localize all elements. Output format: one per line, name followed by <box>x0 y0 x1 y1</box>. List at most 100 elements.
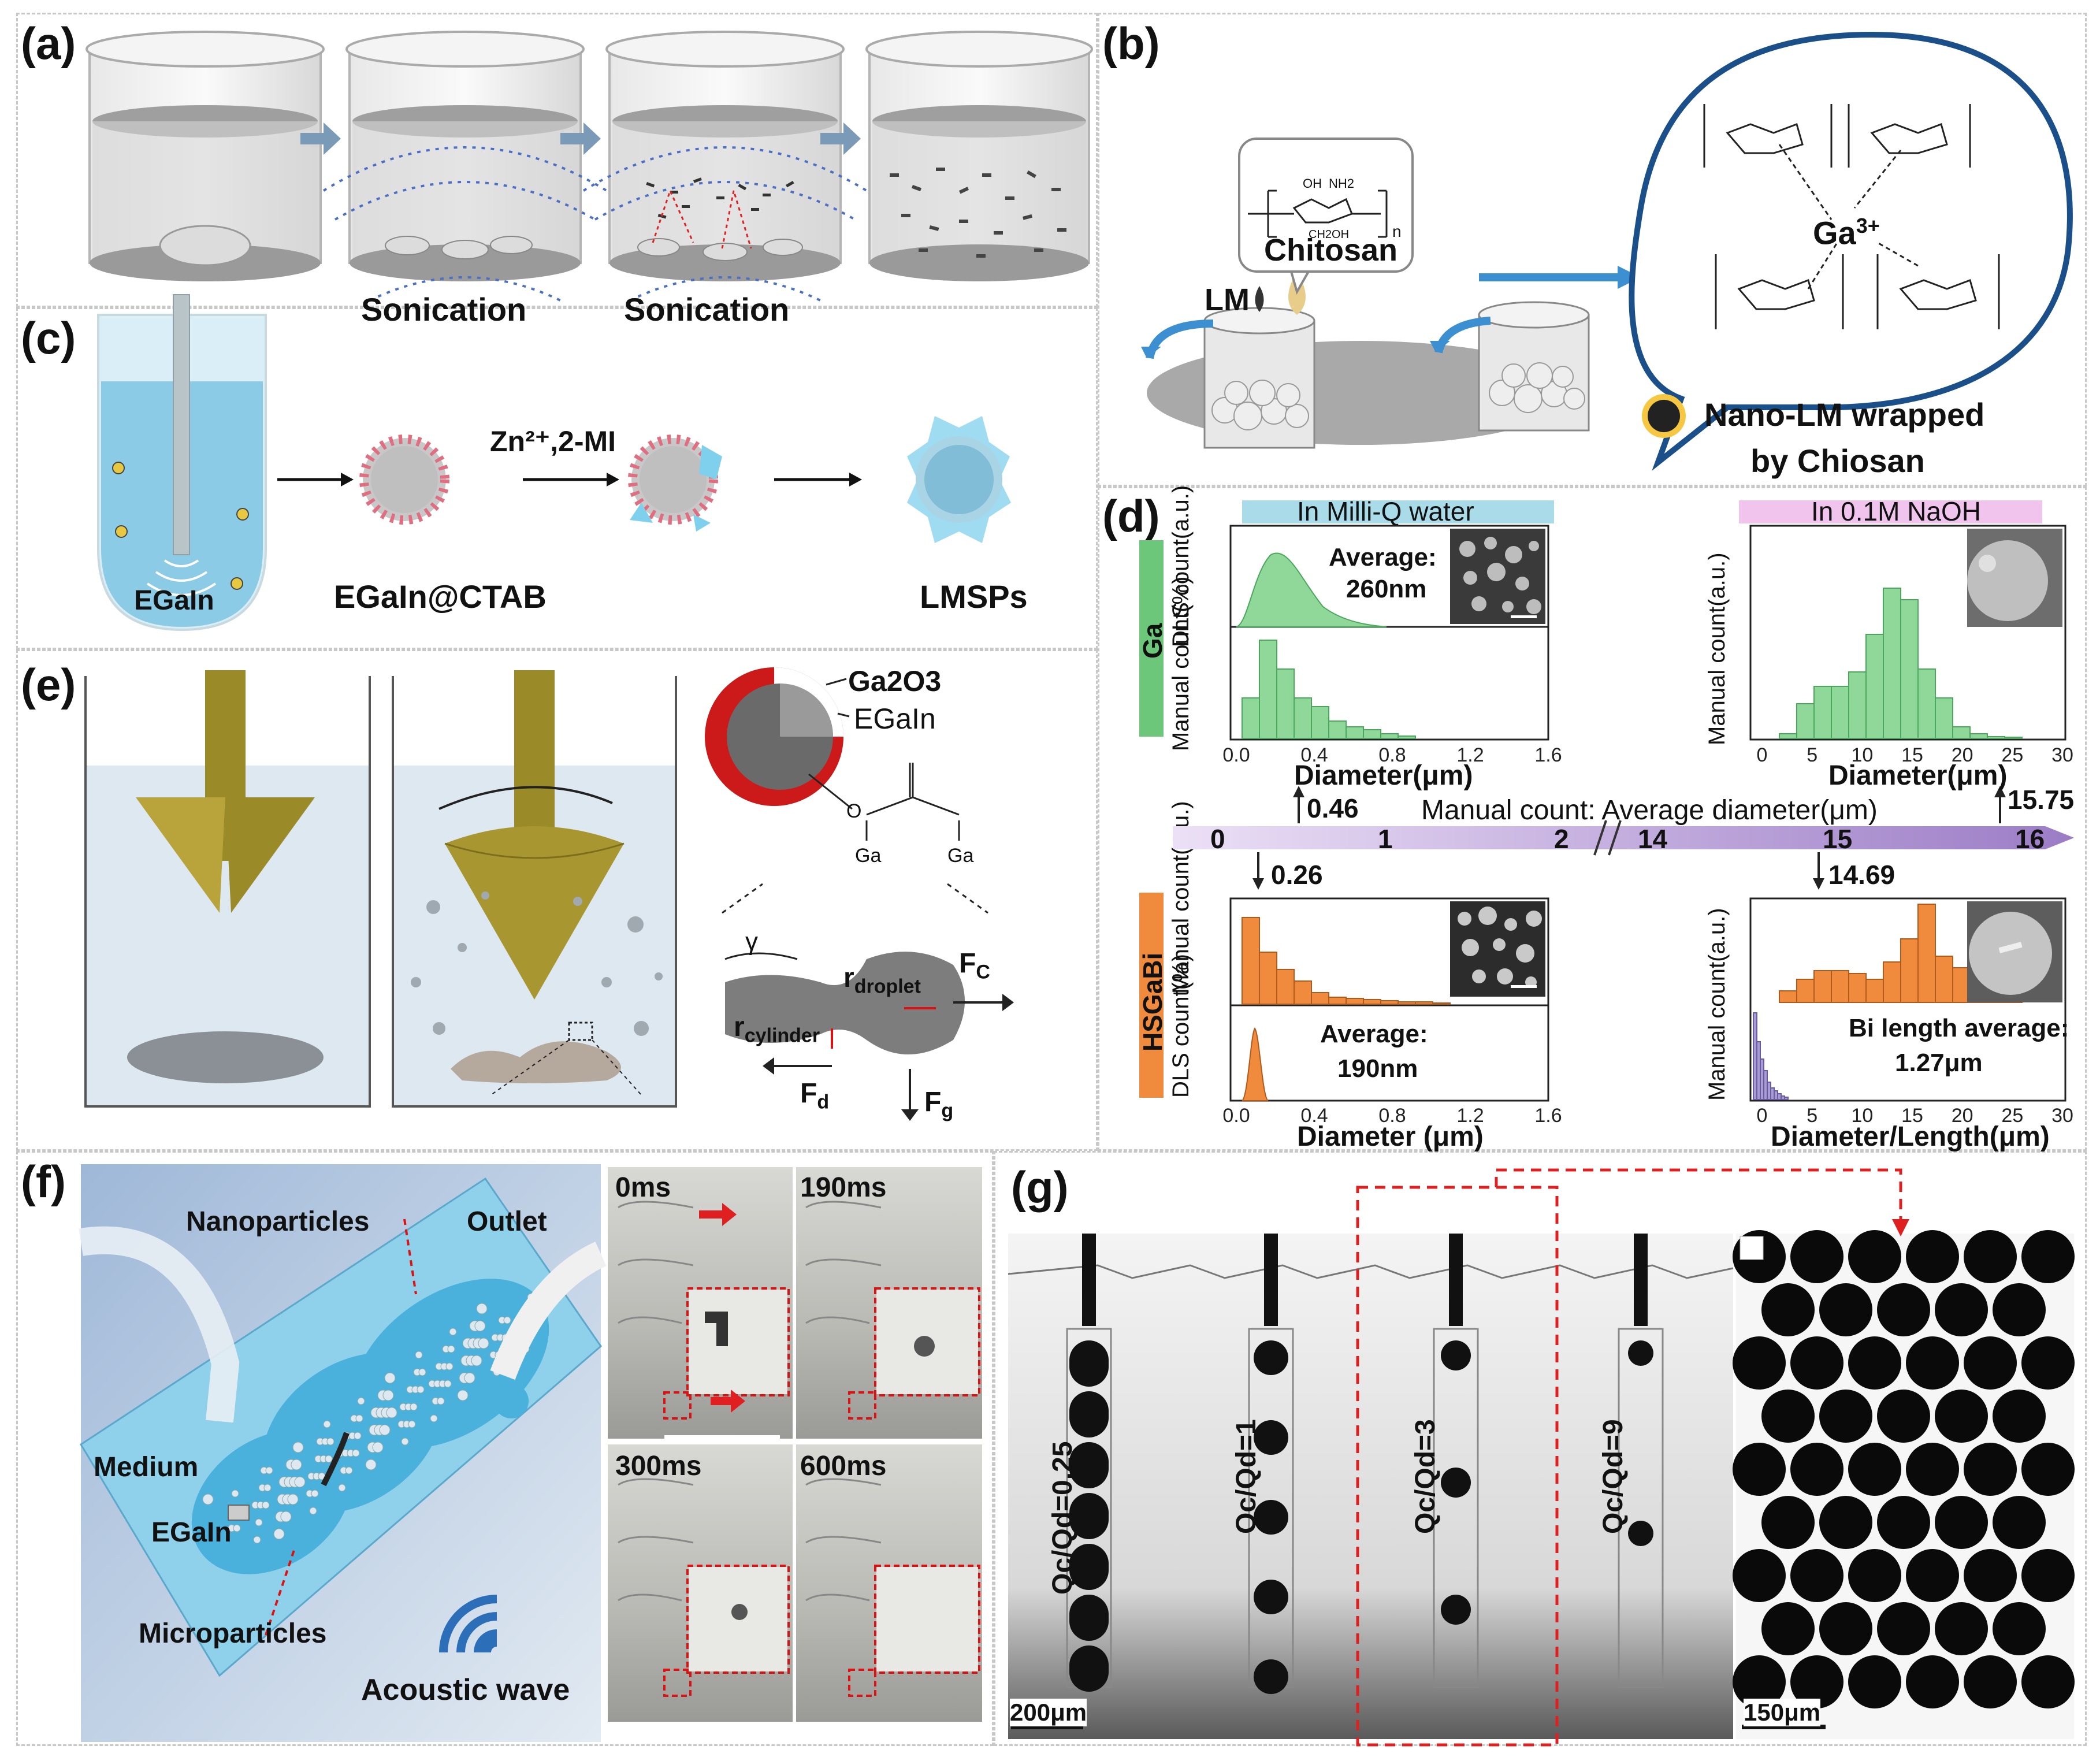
packed-droplet <box>1761 1390 1815 1443</box>
droplet <box>1441 1595 1471 1625</box>
device-particle <box>464 1372 475 1384</box>
droplet <box>1069 1493 1109 1539</box>
marker-1469: 14.69 <box>1828 860 1895 890</box>
droplet <box>1254 1500 1288 1535</box>
packed-droplet <box>1906 1549 1959 1602</box>
ga-manual-bar <box>1311 706 1329 739</box>
device-particle <box>262 1501 270 1509</box>
marker-046: 0.46 <box>1307 793 1359 823</box>
xtick-bottom-right: 0 <box>1757 1105 1768 1127</box>
milliq-header <box>1242 500 1554 523</box>
droplet <box>1069 1340 1109 1387</box>
droplet <box>1069 1595 1109 1641</box>
marker-026: 0.26 <box>1271 860 1323 890</box>
xtick-top-right: 0 <box>1757 744 1768 766</box>
droplet <box>1628 1521 1653 1546</box>
device-particle <box>255 1518 263 1526</box>
time-0ms: 0ms <box>615 1172 671 1203</box>
hsgabi-tag <box>1139 893 1164 1098</box>
packed-droplet <box>1906 1655 1959 1708</box>
bi-title: Bi length average: <box>1849 1014 2069 1042</box>
time-300ms: 300ms <box>615 1451 702 1481</box>
fc-label: FC <box>959 948 990 984</box>
ga-ion-text: Ga <box>1813 214 1856 251</box>
xtick-bottom-right: 25 <box>2001 1105 2023 1127</box>
device-particle <box>352 1449 360 1457</box>
fc-f: F <box>959 948 976 979</box>
device-particle <box>273 1528 285 1540</box>
egain-device-label: EGaIn <box>151 1517 232 1548</box>
nano-lm-label: Nano-LM wrapped <box>1704 396 1985 433</box>
r-cylinder-label: rcylinder <box>734 1011 820 1047</box>
device-particle <box>417 1385 425 1394</box>
ratio-3: Qc/Qd=3 <box>1410 1419 1441 1534</box>
avg-ga-value: 260nm <box>1346 575 1427 603</box>
packed-droplet <box>1993 1283 2046 1336</box>
r-cyl-sub: cylinder <box>744 1024 820 1047</box>
panel-c-frame <box>16 307 1098 649</box>
fd-sub: d <box>817 1091 830 1113</box>
ga-manual-bar <box>1276 668 1295 739</box>
hsgabi-manual-bars <box>1242 917 1451 1005</box>
droplet <box>1069 1645 1109 1692</box>
time-600ms: 600ms <box>800 1451 887 1481</box>
panel-c-diagram <box>97 294 1011 632</box>
packed-droplet <box>1848 1655 1901 1708</box>
device-particle <box>202 1494 214 1505</box>
packed-droplet <box>1819 1602 1872 1655</box>
beaker-4 <box>865 31 1093 281</box>
outlet-label: Outlet <box>467 1206 547 1237</box>
droplet <box>1441 1468 1471 1498</box>
droplet <box>1441 1340 1471 1370</box>
chitosan-label: Chitosan <box>1264 233 1398 268</box>
device-particle <box>449 1328 457 1336</box>
beaker-1 <box>86 31 325 281</box>
droplet <box>1069 1544 1109 1590</box>
droplet <box>1254 1659 1288 1694</box>
device-particle <box>401 1437 409 1446</box>
device-particle <box>379 1424 391 1436</box>
o-label: O <box>846 800 862 822</box>
fc-sub: C <box>976 961 990 983</box>
beaker-3 <box>582 31 868 302</box>
hsgabi-manual-bar <box>1432 1002 1451 1005</box>
panel-e-label: (e) <box>21 659 76 710</box>
packed-droplet <box>1848 1336 1901 1390</box>
device-particle <box>287 1494 299 1505</box>
packed-droplet <box>1906 1336 1959 1390</box>
egain-ctab-label: EGaIn@CTAB <box>334 578 547 615</box>
sonication-label-2: Sonication <box>624 291 790 328</box>
fg-label: Fg <box>924 1086 953 1123</box>
panel-a-frame <box>16 13 1098 307</box>
packed-droplet <box>1848 1549 1901 1602</box>
packed-droplet <box>1877 1390 1930 1443</box>
naoh-bar <box>1900 599 1919 739</box>
device-particle <box>447 1345 455 1353</box>
packed-droplet <box>1964 1549 2017 1602</box>
xtick-top-left: 1.2 <box>1456 744 1484 766</box>
oh-label-1: OH <box>1303 176 1322 191</box>
chitosan-n: n <box>1392 222 1402 240</box>
naoh-bar <box>1952 726 1971 739</box>
axis-tick-14: 14 <box>1638 824 1668 854</box>
channel-neck <box>1264 1234 1278 1326</box>
lm-label: LM <box>1205 283 1250 317</box>
xtick-top-left: 0.8 <box>1378 744 1406 766</box>
bi-length-bars <box>1753 1012 1789 1100</box>
panel-c-label: (c) <box>21 313 76 363</box>
gamma-label: γ <box>745 927 758 956</box>
xtick-top-right: 15 <box>1901 744 1923 766</box>
packed-droplet <box>1761 1602 1815 1655</box>
ratio-1: Qc/Qd=1 <box>1231 1419 1262 1534</box>
xlabel-bottom-right: Diameter/Length(μm) <box>1771 1121 2050 1152</box>
device-particle <box>471 1355 482 1366</box>
packed-droplet <box>1761 1283 1815 1336</box>
device-particle <box>323 1420 331 1428</box>
milliq-header-text: In Milli-Q water <box>1297 496 1474 526</box>
packed-droplet <box>1993 1390 2046 1443</box>
device-particle <box>410 1403 418 1411</box>
device-particle <box>292 1442 304 1453</box>
ratio-3-text: Qc/Qd=3 <box>1410 1419 1441 1534</box>
